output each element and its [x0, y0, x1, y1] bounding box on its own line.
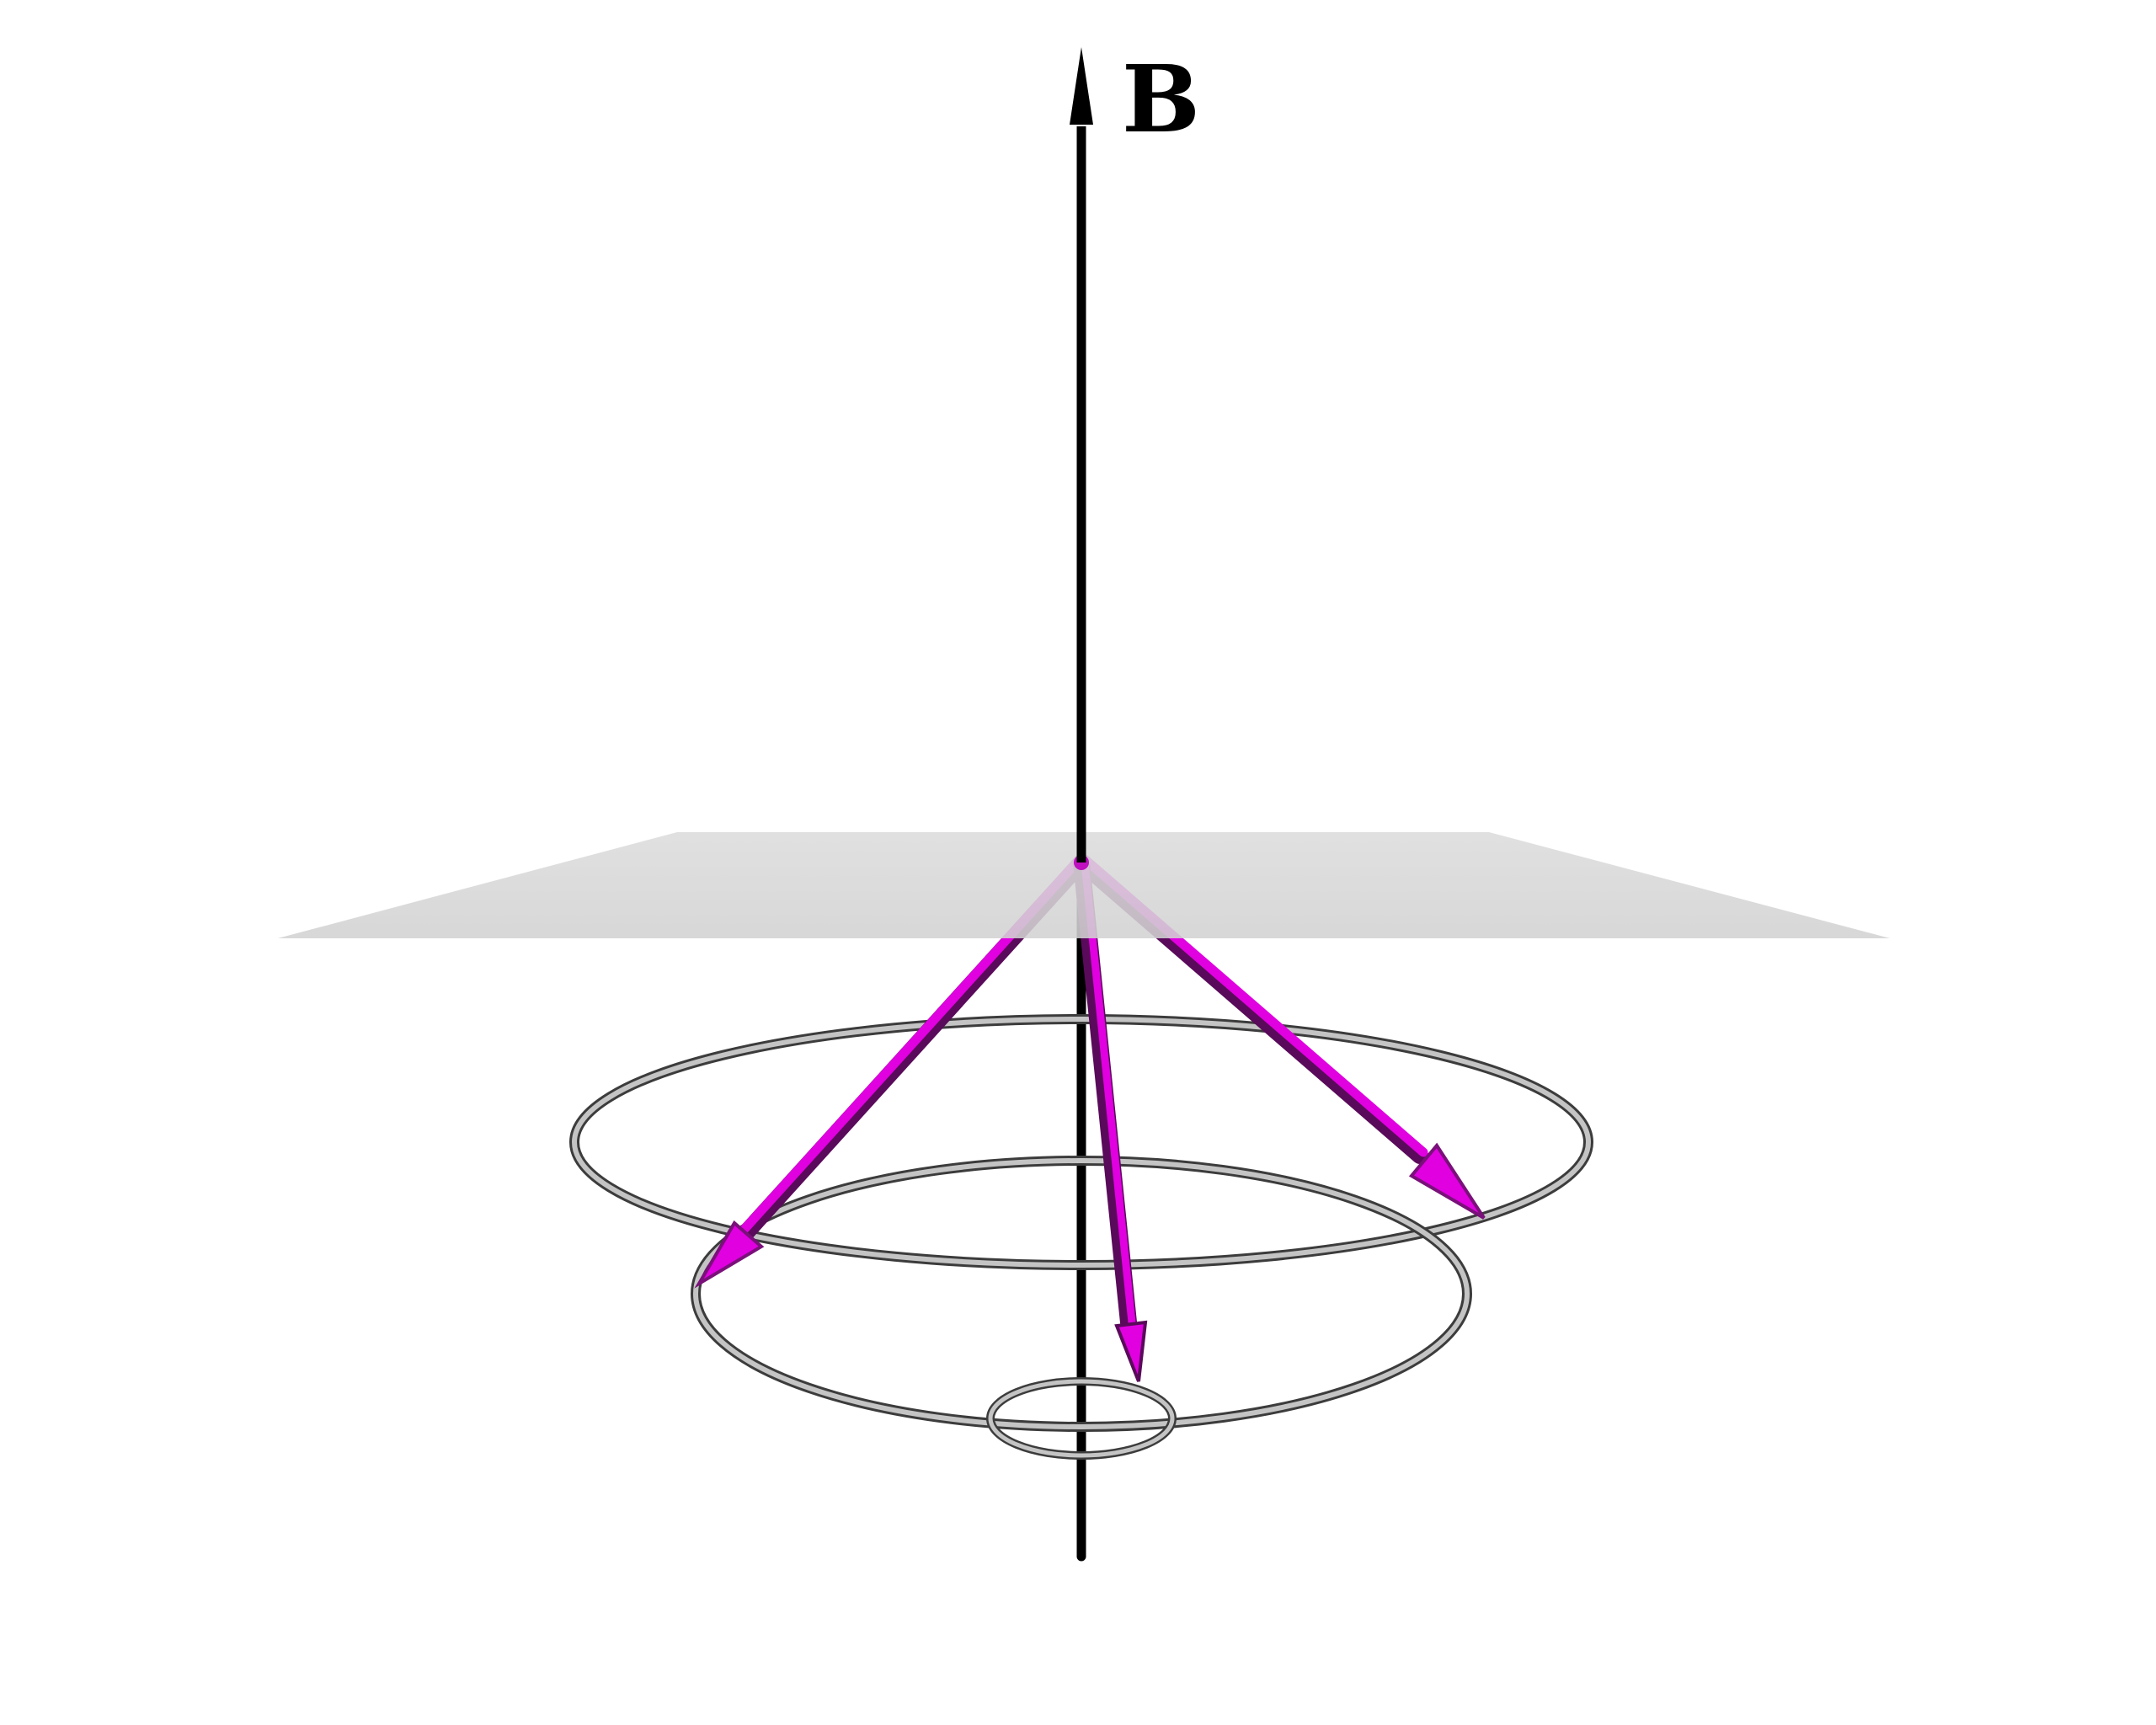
reference-plane — [278, 832, 1890, 938]
moment-vector-down-head — [1114, 1320, 1148, 1382]
field-label-b: B — [1122, 45, 1200, 153]
field-axis-arrowhead — [1070, 47, 1093, 125]
moment-vector-left-head — [694, 1220, 765, 1289]
moment-vector-right-head — [1408, 1142, 1486, 1220]
precession-orbits — [569, 1014, 1593, 1460]
